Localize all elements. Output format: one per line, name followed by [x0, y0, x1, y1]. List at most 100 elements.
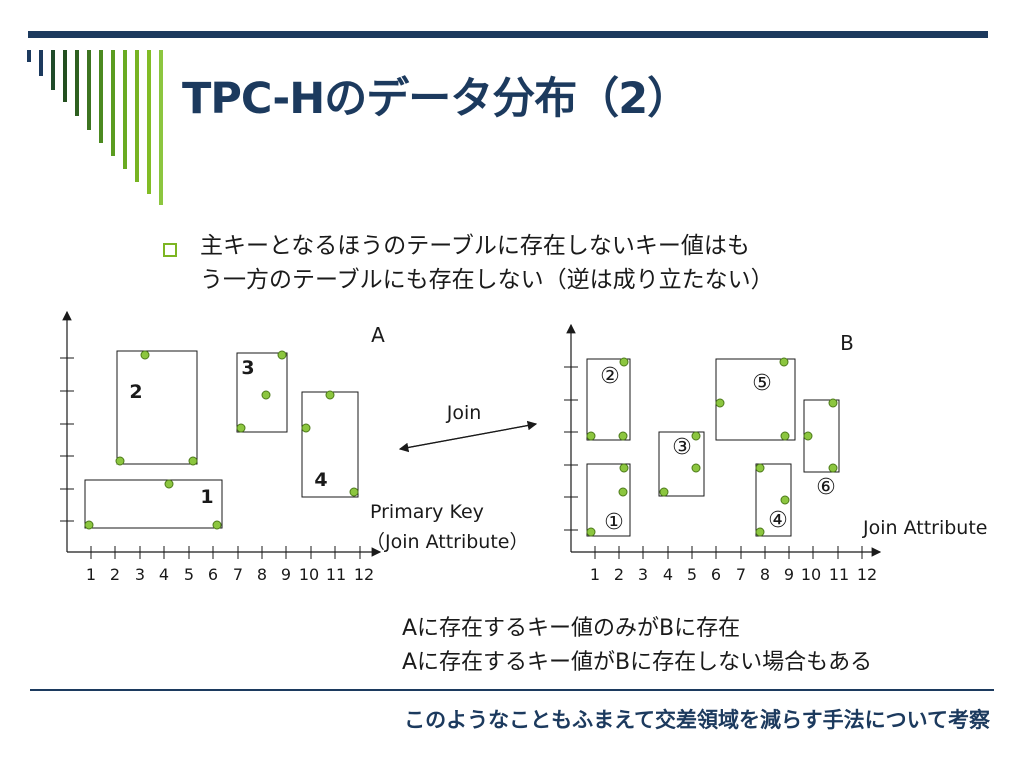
chart-b-point — [586, 527, 596, 537]
chart-b-point — [755, 463, 765, 473]
chart-a-box-label: 3 — [241, 357, 254, 379]
bullet-line-2: う一方のテーブルにも存在しない（逆は成り立たない） — [200, 267, 774, 293]
stripe — [87, 50, 91, 130]
bullet-text: 主キーとなるほうのテーブルに存在しないキー値はも う一方のテーブルにも存在しない… — [200, 229, 920, 297]
stripe — [135, 50, 139, 182]
chart-a-tick-label: 11 — [326, 565, 346, 584]
chart-b-point — [755, 527, 765, 537]
chart-b-box-2 — [586, 358, 631, 441]
chart-b-tick-label: 10 — [801, 565, 821, 584]
chart-a-point — [277, 350, 287, 360]
chart-b-points — [586, 357, 838, 537]
chart-a-box-4 — [301, 391, 359, 498]
chart-b-label: B — [840, 331, 854, 355]
chart-a-tick-label: 2 — [110, 565, 120, 584]
chart-a-point — [212, 520, 222, 530]
chart-b-tick-label: 6 — [711, 565, 721, 584]
chart-a-tick-label: 9 — [281, 565, 291, 584]
stripe — [159, 50, 163, 205]
chart-a-box-labels: 1 2 3 4 — [129, 357, 327, 508]
chart-a-box-label: 2 — [129, 381, 142, 403]
chart-b-point — [779, 357, 789, 367]
chart-a-point — [325, 390, 335, 400]
chart-b-tick-label: 12 — [857, 565, 877, 584]
page-title: TPC-Hのデータ分布（2） — [182, 74, 690, 124]
chart-a-label: A — [371, 323, 385, 347]
chart-a-tick-label: 7 — [233, 565, 243, 584]
chart-a-point — [188, 456, 198, 466]
stripe — [147, 50, 151, 194]
chart-a-box-label: 1 — [200, 486, 213, 508]
chart-a-axis-label-line1: Primary Key — [370, 501, 484, 523]
chart-a-tick-label: 12 — [354, 565, 374, 584]
chart-b-point — [828, 463, 838, 473]
chart-a-box-1 — [84, 479, 223, 529]
chart-a-tick-label: 4 — [159, 565, 169, 584]
chart-b-tick-label: 4 — [663, 565, 673, 584]
join-arrow-reverse — [398, 423, 537, 453]
stripe — [51, 50, 55, 90]
chart-b-box-5 — [715, 358, 796, 441]
chart-b-point — [619, 463, 629, 473]
title-top-rule — [28, 31, 988, 38]
chart-a-x-tick-labels: 1 2 3 4 5 6 7 8 9 10 11 12 — [86, 565, 374, 584]
decorative-stripes — [27, 50, 163, 205]
stripe — [111, 50, 115, 156]
chart-a-point — [164, 479, 174, 489]
chart-a-box-3 — [236, 352, 288, 433]
chart-a-box-label: 4 — [314, 469, 327, 491]
chart-b-tick-label: 3 — [638, 565, 648, 584]
chart-b-y-ticks — [564, 366, 578, 531]
chart-b-point — [715, 398, 725, 408]
chart-b-tick-label: 8 — [760, 565, 770, 584]
chart-b-box-label: ⑥ — [816, 475, 836, 500]
stripe — [99, 50, 103, 143]
chart-a-axis-label-line2: （Join Attribute） — [366, 531, 528, 553]
chart-a-point — [84, 520, 94, 530]
chart-b-point — [780, 431, 790, 441]
chart-b-point — [618, 487, 628, 497]
chart-b-box-label: ③ — [672, 435, 692, 460]
note: Aに存在するキー値のみがBに存在 Aに存在するキー値がBに存在しない場合もある — [402, 612, 872, 680]
note-line-2: Aに存在するキー値がBに存在しない場合もある — [402, 650, 873, 675]
chart-a-points — [84, 350, 359, 530]
stripe — [63, 50, 67, 102]
footer-rule — [30, 689, 994, 691]
note-line-1: Aに存在するキー値のみがBに存在 — [402, 616, 741, 641]
chart-b-axis-label: Join Attribute — [862, 517, 987, 539]
chart-a-point — [115, 456, 125, 466]
chart-b-box-3 — [658, 431, 705, 497]
chart-b-tick-label: 9 — [784, 565, 794, 584]
chart-a-y-ticks — [60, 357, 74, 522]
chart-b-point — [803, 431, 813, 441]
chart-a-point — [349, 487, 359, 497]
bullet-square-icon — [163, 243, 177, 257]
chart-a-point — [301, 423, 311, 433]
chart-b-point — [619, 357, 629, 367]
chart-b-box-labels: ① ② ③ ④ ⑤ ⑥ — [600, 364, 836, 535]
bullet-line-1: 主キーとなるほうのテーブルに存在しないキー値はも — [200, 233, 750, 259]
chart-b-tick-label: 1 — [590, 565, 600, 584]
chart-b-point — [828, 398, 838, 408]
chart-b-box-label: ④ — [768, 508, 788, 533]
chart-b-tick-label: 5 — [687, 565, 697, 584]
stripe — [75, 50, 79, 116]
chart-b-box-label: ⑤ — [752, 371, 772, 396]
chart-b-box-label: ② — [600, 364, 620, 389]
chart-a-tick-label: 6 — [208, 565, 218, 584]
chart-a-point — [261, 390, 271, 400]
chart-b-x-tick-labels: 1 2 3 4 5 6 7 8 9 10 11 12 — [590, 565, 877, 584]
chart-b-x-ticks — [594, 546, 863, 559]
chart-a-tick-label: 8 — [257, 565, 267, 584]
chart-b-box-label: ① — [604, 510, 624, 535]
chart-b-tick-label: 7 — [736, 565, 746, 584]
chart-b-point — [780, 495, 790, 505]
chart-b-point — [618, 431, 628, 441]
chart-a-point — [236, 423, 246, 433]
chart-a-tick-label: 3 — [135, 565, 145, 584]
stripe — [39, 50, 43, 76]
join-label: Join — [446, 402, 482, 424]
chart-a-point — [140, 350, 150, 360]
chart-b-point — [691, 463, 701, 473]
